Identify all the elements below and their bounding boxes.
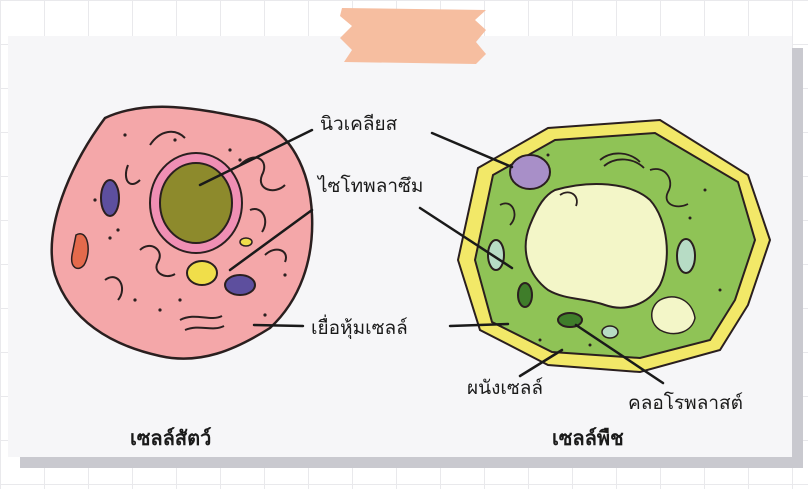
label-cell-membrane: เยื่อหุ้มเซลล์ [311,314,408,340]
tape-decoration [340,8,486,64]
label-cytoplasm: ไซโทพลาซึม [316,174,423,197]
label-cell-wall: ผนังเซลล์ [467,377,543,399]
plant-cell [458,120,770,372]
plant-chloroplast-1 [558,313,582,327]
plant-organelle-pale-3 [602,326,618,338]
plant-nucleus [510,155,550,189]
plant-organelle-pale-2 [677,239,695,273]
animal-vesicle [187,261,217,285]
animal-mitochondrion-1 [101,180,119,216]
title-plant-cell: เซลล์พืช [552,426,624,450]
animal-mitochondrion-2 [225,275,255,295]
leader-membrane-animal [254,325,303,326]
plant-chloroplast-2 [518,283,532,307]
label-nucleus: นิวเคลียส [320,113,398,135]
leader-nucleus-plant [432,133,512,167]
plant-vacuole [526,184,667,308]
title-animal-cell: เซลล์สัตว์ [130,426,211,450]
label-chloroplast: คลอโรพลาสต์ [628,391,743,414]
animal-cell [52,107,312,359]
